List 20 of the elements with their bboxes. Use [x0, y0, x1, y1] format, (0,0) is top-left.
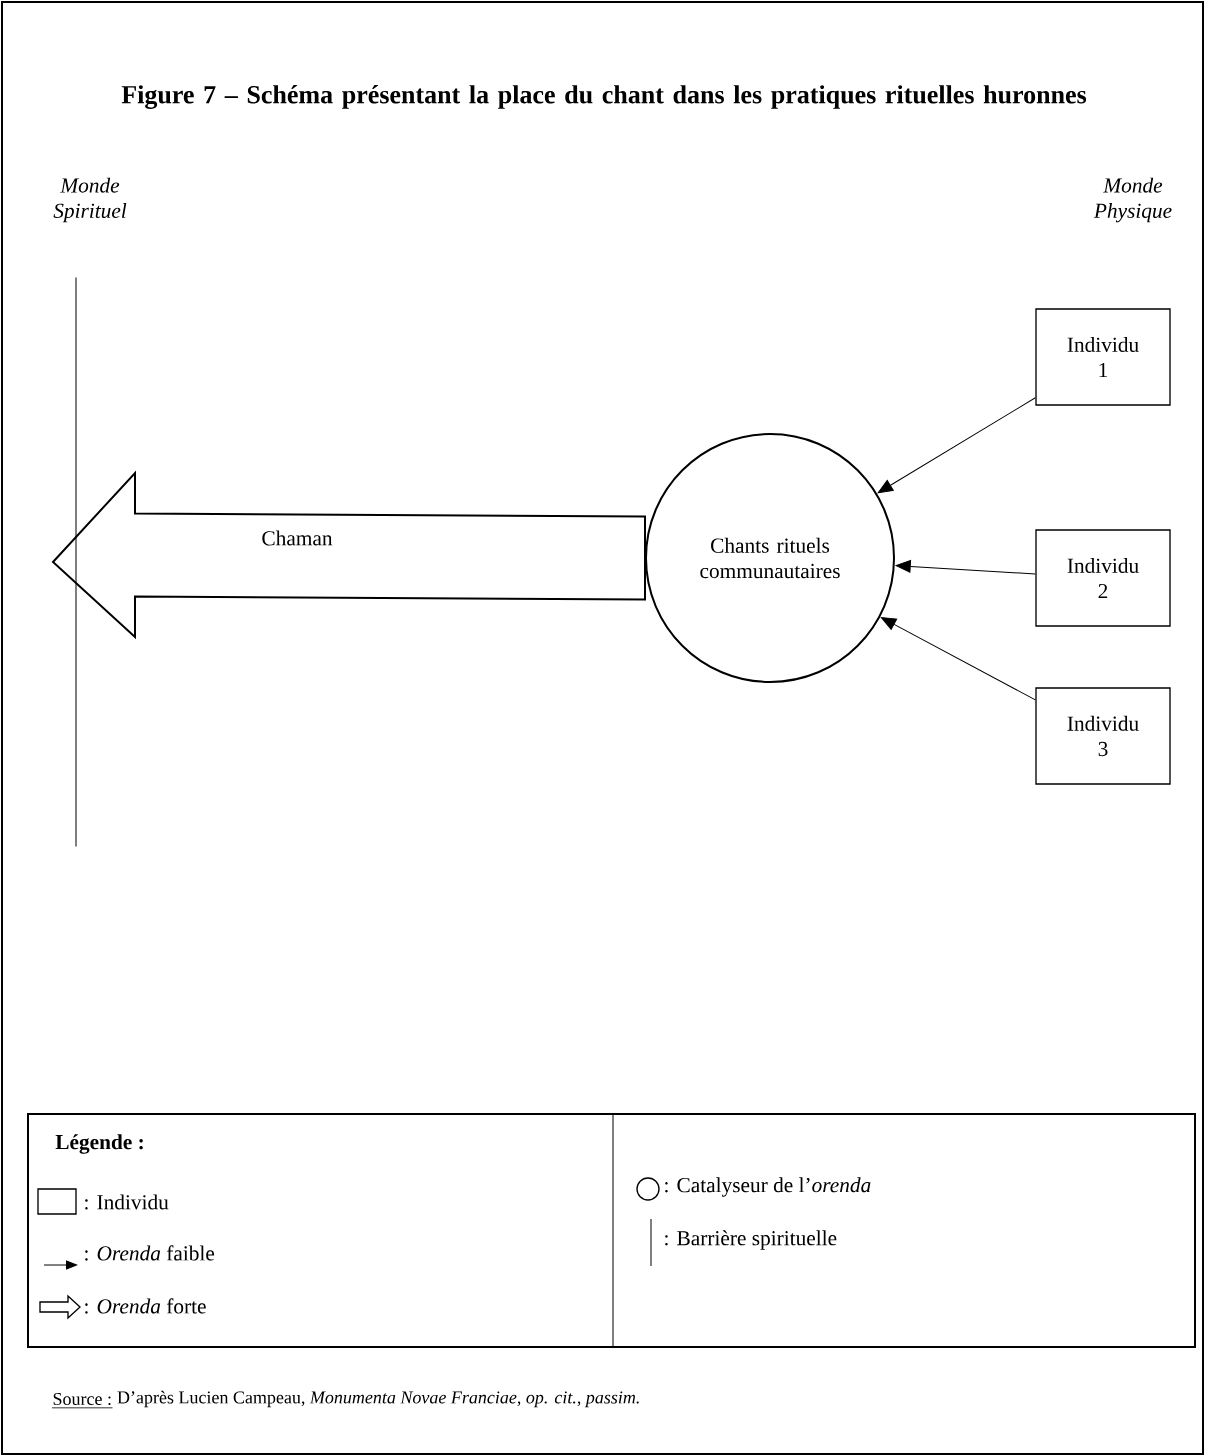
legend-text: : Catalyseur de l’orenda	[665, 1177, 871, 1197]
legend-text: : Barrière spirituelle	[665, 1230, 837, 1250]
process-box: Individu 2	[1035, 529, 1171, 627]
figure-title: Figure 7 – Schéma présentant la place du chant dans les pratiques rituelles huronnes	[121, 85, 1087, 109]
source-text: D’après Lucien Campeau, Monumenta Novae Franciae, op. cit., passim.	[117, 1390, 639, 1408]
legend-heading: Légende :	[55, 1134, 143, 1154]
legend-text: : Orenda forte	[85, 1298, 206, 1314]
barrier-line	[75, 277, 77, 847]
legend-text: : Orenda faible	[85, 1245, 215, 1261]
arrow	[877, 397, 1036, 494]
process-box: Individu 1	[1035, 308, 1171, 406]
process-box: Individu 3	[1035, 687, 1171, 785]
world-label: Monde Spirituel	[53, 177, 127, 223]
source-label: Source :	[51, 1392, 113, 1409]
arrow	[880, 617, 1036, 701]
arrow	[895, 560, 1036, 575]
world-label: Monde Physique	[1093, 177, 1172, 223]
legend-text: : Individu	[85, 1194, 169, 1210]
block-arrow	[51, 470, 646, 640]
edge-label: Chaman	[260, 529, 334, 547]
